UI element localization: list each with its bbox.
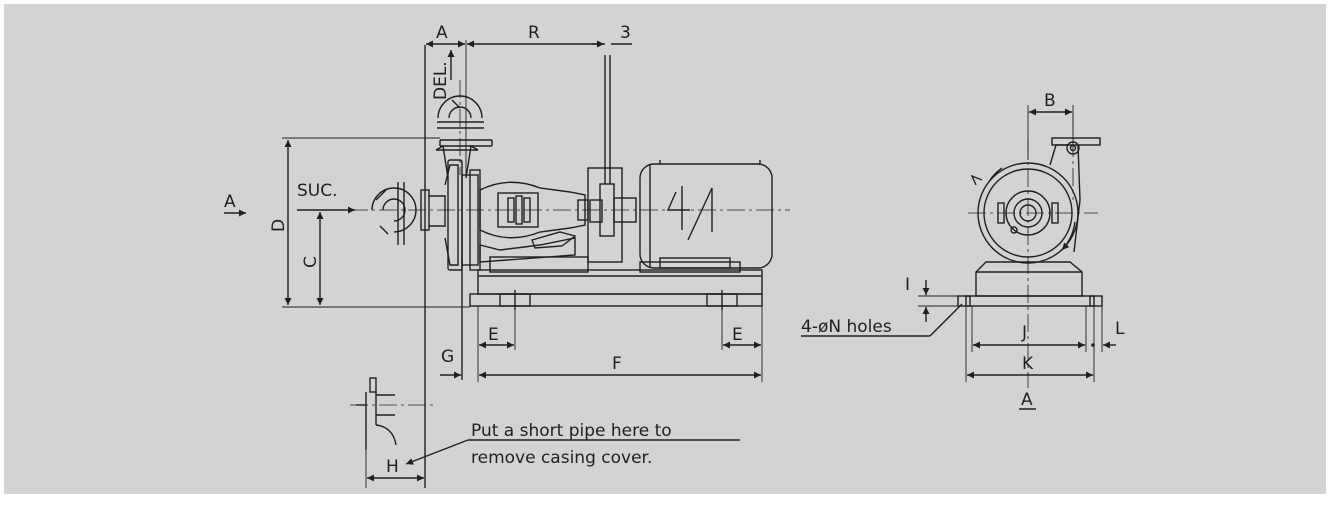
bolt-right xyxy=(1051,202,1059,224)
suction-bore-center xyxy=(1019,204,1037,222)
dim-f: F xyxy=(612,354,622,374)
dim-b: B xyxy=(1044,91,1056,111)
base-foot-right xyxy=(1089,295,1103,307)
suction-bore-outer xyxy=(1005,190,1051,236)
delivery-flange-end xyxy=(1051,137,1101,146)
note-line-2: remove casing cover. xyxy=(471,448,652,468)
suction-flange xyxy=(371,182,417,245)
dim-three: 3 xyxy=(620,23,631,43)
rotation-arc xyxy=(989,167,1003,181)
note-line-1: Put a short pipe here to xyxy=(471,421,672,441)
rotation-arrow-head-left xyxy=(970,174,983,186)
delivery-label: DEL. xyxy=(431,61,451,100)
note-leader xyxy=(405,439,469,465)
drawing-background xyxy=(4,4,1326,494)
delivery-flange-bolt xyxy=(1066,141,1080,155)
bearing-housing xyxy=(479,181,589,263)
casing-flange-circle xyxy=(983,168,1073,258)
dim-g: G xyxy=(441,347,454,367)
dim-k: K xyxy=(1022,354,1034,374)
casing-cover-detail xyxy=(350,377,436,488)
coupling xyxy=(587,55,637,263)
dim-j: J xyxy=(1021,323,1027,343)
suction-bore-inner xyxy=(1013,198,1043,228)
delivery-flange-bolt-center xyxy=(1069,144,1077,152)
delivery-nozzle-right xyxy=(1073,144,1081,253)
bolt-left xyxy=(997,202,1005,224)
holes-leader xyxy=(929,303,963,337)
dim-e-right: E xyxy=(732,325,743,345)
base-plate xyxy=(469,256,763,310)
dim-l: L xyxy=(1115,319,1125,339)
dim-a-top: A xyxy=(436,23,448,43)
l-dot xyxy=(1091,343,1095,347)
rotation-arrow xyxy=(1061,221,1076,251)
dim-d: D xyxy=(269,219,289,232)
motor xyxy=(639,160,773,269)
dim-c: C xyxy=(301,256,321,268)
drain-plug xyxy=(1010,226,1018,234)
suction-label: SUC. xyxy=(297,181,338,201)
dim-r: R xyxy=(528,23,540,43)
side-view: A SUC. DEL. A R 3 D C E E xyxy=(224,23,790,488)
view-arrow-label: A xyxy=(224,192,236,212)
holes-label: 4-øN holes xyxy=(801,317,892,337)
view-name: A xyxy=(1021,390,1033,410)
dim-e-left: E xyxy=(488,325,499,345)
dim-i: I xyxy=(905,275,910,295)
end-view: B I 4-øN holes J L K A xyxy=(801,91,1125,410)
end-base-plate xyxy=(965,295,1095,307)
dim-h: H xyxy=(386,457,399,477)
